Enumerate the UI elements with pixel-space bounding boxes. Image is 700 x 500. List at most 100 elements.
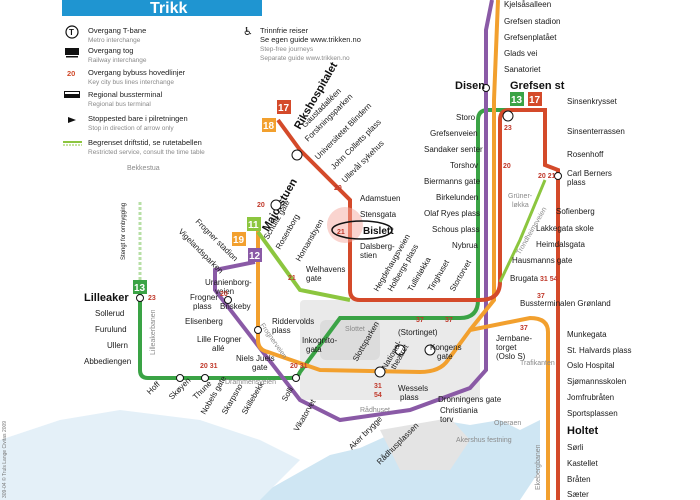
station-olaf-ryes-plass[interactable]: Olaf Ryes plass	[424, 209, 480, 218]
station-niels-juels-1[interactable]: Niels Juels	[236, 354, 275, 363]
station-kjelsaasalleen[interactable]: Kjelsåsalleen	[504, 0, 551, 9]
station-stortorvet[interactable]: Stortorvet	[448, 258, 474, 293]
station-hausmanns-gate[interactable]: Hausmanns gate	[512, 256, 573, 265]
station-carl-berners-1[interactable]: Carl Berners	[567, 169, 612, 178]
station-riddervolds-2[interactable]: plass	[272, 326, 291, 335]
area-bekkestua: Bekkestua	[127, 165, 160, 172]
station-biermanns-gate[interactable]: Biermanns gate	[424, 177, 481, 186]
station-welhavens-1[interactable]: Welhavens	[306, 265, 345, 274]
station-munkegata[interactable]: Munkegata	[567, 330, 607, 339]
stop-solli[interactable]	[292, 374, 300, 382]
station-inkognito-1[interactable]: Inkognito-	[302, 336, 337, 345]
station-sinsenkrysset[interactable]: Sinsenkrysset	[567, 97, 618, 106]
legend-main-4: Stoppested bare i pilretningen	[88, 114, 188, 123]
station-sollerud[interactable]: Sollerud	[95, 309, 124, 318]
station-oslo-hospital[interactable]: Oslo Hospital	[567, 361, 615, 370]
station-frogner-plass-2[interactable]: plass	[193, 302, 212, 311]
station-kongens-1[interactable]: Kongens	[430, 343, 462, 352]
station-nybrua[interactable]: Nybrua	[452, 241, 478, 250]
bus-code-carl-berners: 20 21	[538, 173, 556, 180]
station-sanatoriet[interactable]: Sanatoriet	[504, 65, 541, 74]
station-jomfrubraten[interactable]: Jomfrubråten	[567, 393, 614, 402]
station-schous-plass[interactable]: Schous plass	[432, 225, 480, 234]
stop-disen[interactable]	[482, 84, 490, 92]
station-jernbanetorget-1[interactable]: Jernbane-	[496, 334, 532, 343]
station-dalsbergstien-2[interactable]: stien	[360, 251, 377, 260]
bus-code-frogner: 20	[220, 291, 228, 298]
bislett-ring[interactable]	[331, 220, 393, 240]
station-welhavens-2[interactable]: gate	[306, 274, 322, 283]
station-dalsbergstien-1[interactable]: Dalsberg-	[360, 242, 395, 251]
area-stengt: Stengt for ombygging	[121, 203, 127, 260]
line-lime-sinsen	[498, 179, 547, 283]
station-grefsen-st[interactable]: Grefsen st	[510, 80, 565, 92]
station-stortinget[interactable]: (Stortinget)	[398, 328, 438, 337]
station-dronningens[interactable]: Dronningens gate	[438, 395, 502, 404]
bus-code-storo: 23	[504, 125, 512, 132]
station-sofienberg[interactable]: Sofienberg	[556, 207, 595, 216]
station-holtet[interactable]: Holtet	[567, 425, 599, 437]
station-grefsen-stadion[interactable]: Grefsen stadion	[504, 17, 560, 26]
station-uranienborg-2[interactable]: veien	[215, 287, 234, 296]
station-stensgata[interactable]: Stensgata	[360, 210, 397, 219]
station-lakkegata[interactable]: Lakkegata skole	[536, 224, 594, 233]
station-wessels-1[interactable]: Wessels	[398, 384, 428, 393]
station-inkognito-2[interactable]: gata	[306, 345, 322, 354]
stop-riddervolds[interactable]	[254, 326, 262, 334]
station-wessels-2[interactable]: plass	[400, 393, 419, 402]
stop-carl-berners[interactable]	[554, 172, 562, 180]
station-adamstuen[interactable]: Adamstuen	[360, 194, 400, 203]
station-niels-juels-2[interactable]: gate	[252, 363, 268, 372]
station-grefsenplataet[interactable]: Grefsenplatået	[504, 33, 557, 42]
station-storo[interactable]: Storo	[456, 113, 476, 122]
station-birkelunden[interactable]: Birkelunden	[436, 193, 478, 202]
station-sandaker-senter[interactable]: Sandaker senter	[424, 145, 483, 154]
station-torshov[interactable]: Torshov	[450, 161, 478, 170]
station-jernbanetorget-2[interactable]: torget	[496, 343, 517, 352]
station-hoff[interactable]: Hoff	[145, 379, 162, 396]
station-abbediengen[interactable]: Abbediengen	[84, 357, 131, 366]
station-kongens-2[interactable]: gate	[437, 352, 453, 361]
station-ullern[interactable]: Ullern	[107, 341, 128, 350]
stop-skoyen[interactable]	[176, 374, 184, 382]
stop-thune[interactable]	[201, 374, 209, 382]
station-christiania-1[interactable]: Christiania	[440, 406, 478, 415]
badge-11-label: 11	[248, 220, 259, 231]
stop-frogner-plass[interactable]	[224, 296, 232, 304]
station-lille-frogner-1[interactable]: Lille Frogner	[197, 335, 242, 344]
station-uranienborg-1[interactable]: Uranienborg-	[205, 278, 252, 287]
station-frogner-plass-1[interactable]: Frogner	[190, 293, 218, 302]
station-grefsenveien[interactable]: Grefsenveien	[430, 129, 478, 138]
station-elisenberg[interactable]: Elisenberg	[185, 317, 223, 326]
station-ulleval[interactable]: Ullevål sykehus	[340, 139, 386, 185]
station-bussterminalen[interactable]: Bussterminalen Grønland	[520, 299, 611, 308]
station-braten[interactable]: Bråten	[567, 475, 591, 484]
station-glads-vei[interactable]: Glads vei	[504, 49, 538, 58]
station-brugata[interactable]: Brugata	[510, 274, 539, 283]
station-lille-frogner-2[interactable]: allé	[212, 344, 225, 353]
station-lilleaker[interactable]: Lilleaker	[84, 292, 129, 304]
station-christiania-2[interactable]: torv	[440, 415, 453, 424]
station-st-halvards[interactable]: St. Halvards plass	[567, 346, 631, 355]
station-rosenhoff[interactable]: Rosenhoff	[567, 150, 604, 159]
station-riddervolds-1[interactable]: Riddervolds	[272, 317, 314, 326]
station-saeter[interactable]: Sæter	[567, 490, 589, 499]
station-briskeby[interactable]: Briskeby	[220, 302, 251, 311]
badge-17-grefsen	[528, 92, 542, 106]
interchange-stops	[136, 84, 562, 382]
legend: T Overgang T-bane Metro interchange Over…	[63, 25, 361, 156]
stop-lilleaker[interactable]	[136, 294, 144, 302]
station-heimdalsgata[interactable]: Heimdalsgata	[536, 240, 585, 249]
station-disen[interactable]: Disen	[455, 80, 485, 92]
station-sportsplassen[interactable]: Sportsplassen	[567, 409, 618, 418]
station-sjomannsskolen[interactable]: Sjømannsskolen	[567, 377, 626, 386]
station-homansbyen[interactable]: Homansbyen	[294, 218, 325, 263]
station-sorli[interactable]: Sørli	[567, 443, 584, 452]
area-trafikanten: Trafikanten	[520, 360, 555, 367]
station-kastellet[interactable]: Kastellet	[567, 459, 598, 468]
station-carl-berners-2[interactable]: plass	[567, 178, 586, 187]
station-jernbanetorget-3[interactable]: (Oslo S)	[496, 352, 526, 361]
station-sinsenterrassen[interactable]: Sinsenterrassen	[567, 127, 625, 136]
station-furulund[interactable]: Furulund	[95, 325, 127, 334]
station-bislett[interactable]: Bislett	[363, 226, 394, 237]
